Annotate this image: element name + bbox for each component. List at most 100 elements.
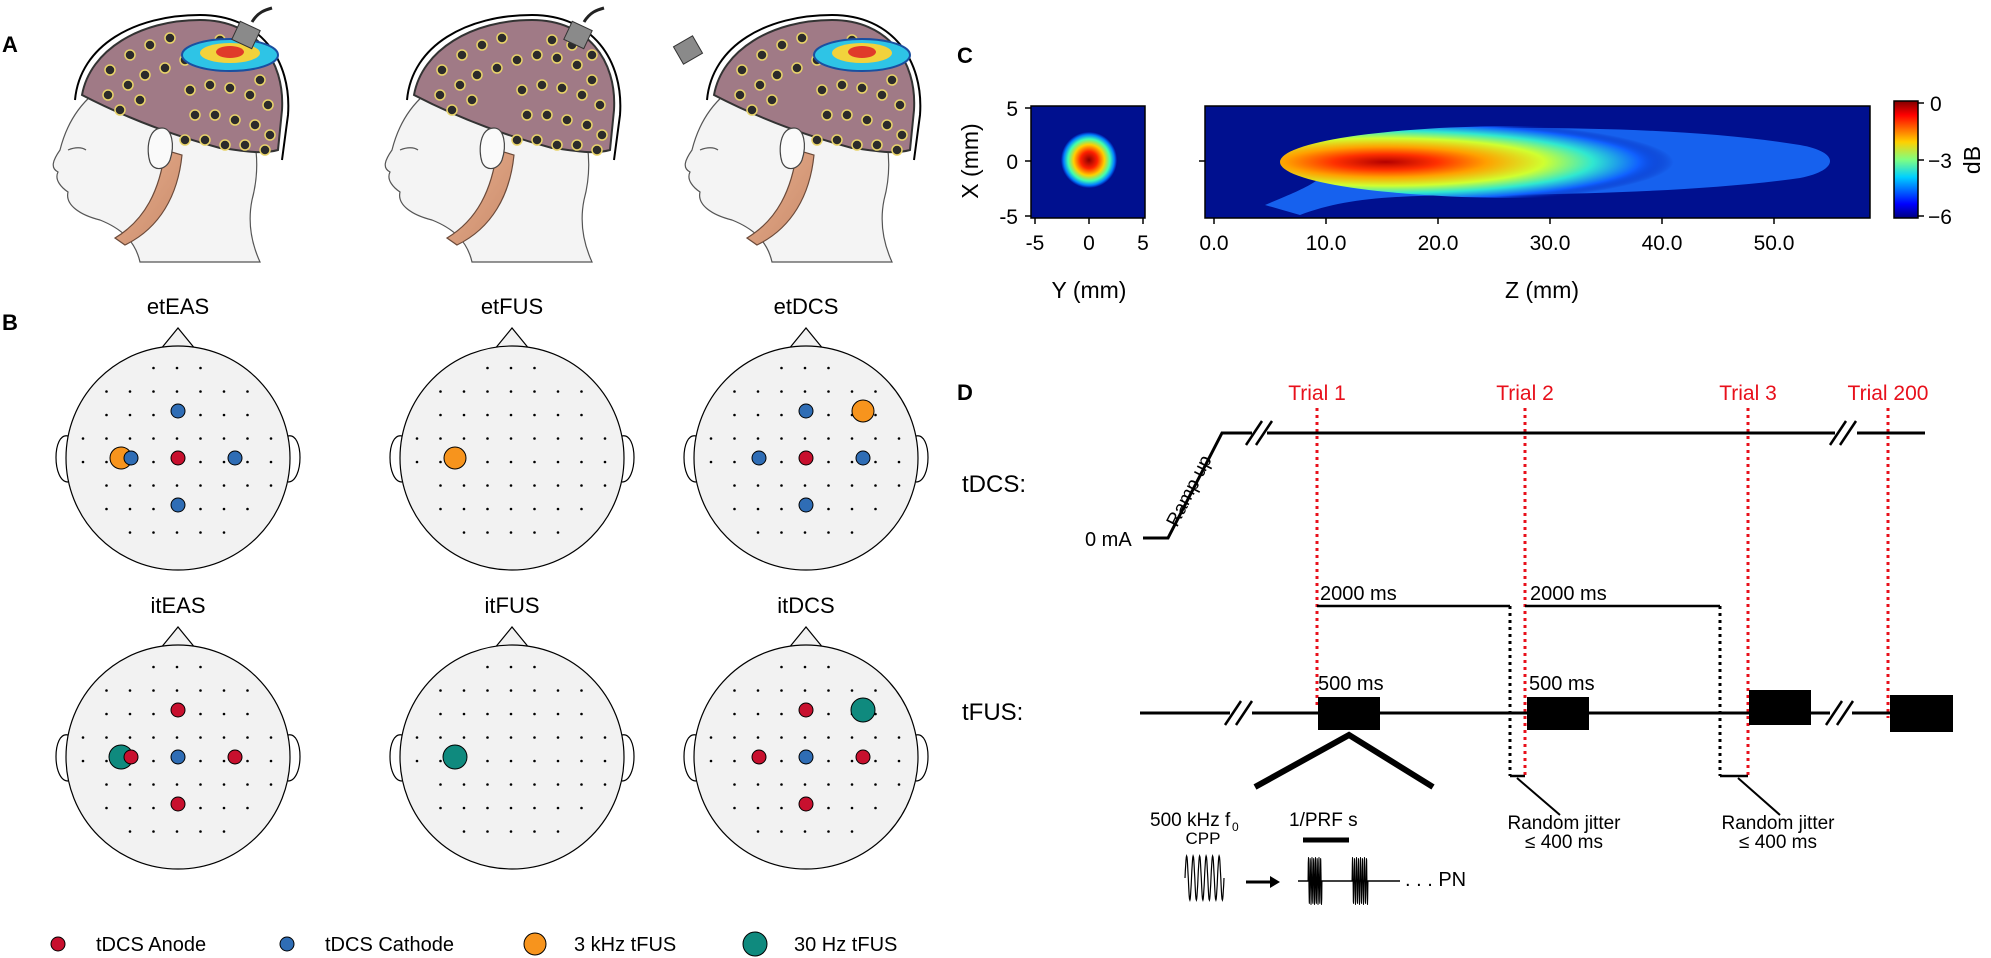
cathode-electrode (798, 497, 814, 513)
sensor-dot (246, 783, 249, 786)
ear-outline (621, 435, 635, 483)
panel-c-letter: C (957, 43, 973, 68)
sensor-dot (486, 437, 489, 440)
sensor-dot (733, 460, 736, 464)
sensor-dot (462, 531, 466, 534)
sensor-dot (152, 390, 155, 393)
cathode-electrode (123, 450, 139, 466)
cbar-tick-0: 0 (1930, 93, 1942, 116)
sensor-dot (128, 689, 132, 692)
anode-electrode (170, 450, 186, 466)
sensor-dot (556, 484, 560, 487)
sensor-dot (486, 830, 489, 833)
topomap-5: itFUS (389, 593, 635, 870)
sensor-dot (486, 759, 489, 763)
sensor-dot (128, 806, 132, 810)
sensor-dot (580, 806, 583, 810)
sensor-dot (850, 783, 854, 786)
nose-outline (787, 327, 825, 351)
head-1 (52, 6, 290, 263)
sensor-dot (556, 783, 560, 786)
sensor-dot (246, 460, 249, 464)
sensor-dot (439, 689, 442, 692)
sensor-dot (580, 736, 583, 739)
sensor-dot (152, 366, 155, 370)
sensor-dot (486, 806, 489, 810)
sensor-dot (556, 830, 560, 833)
sensor-dot (462, 390, 466, 393)
sensor-dot (850, 460, 854, 464)
sensor-dot (175, 437, 179, 440)
sensor-dot (105, 460, 108, 464)
sensor-dot (199, 531, 202, 534)
sensor-dot (439, 390, 442, 393)
tfus-burst-3 (1749, 690, 1811, 725)
sensor-dot (486, 413, 489, 417)
sensor-dot (850, 736, 854, 739)
sensor-dot (580, 507, 583, 511)
sensor-dot (415, 460, 419, 464)
sensor-dot (756, 531, 760, 534)
sensor-dot (462, 712, 466, 716)
jitter-1-label: Random jitter (1508, 813, 1622, 834)
carrier-sine (1184, 854, 1225, 902)
sensor-dot (152, 460, 155, 464)
sensor-dot (780, 665, 783, 669)
sensor-dot (756, 712, 760, 716)
sensor-dot (827, 366, 830, 370)
sensor-dot (533, 806, 536, 810)
sensor-dot (850, 830, 854, 833)
sensor-dot (603, 437, 607, 440)
sensor-dot (580, 759, 583, 763)
sensor-dot (128, 736, 132, 739)
sensor-dot (756, 783, 760, 786)
sensor-dot (556, 437, 560, 440)
sensor-dot (874, 390, 877, 393)
cathode-electrode (170, 497, 186, 513)
sensor-dot (827, 830, 830, 833)
anode-electrode (798, 450, 814, 466)
cathode-electrode (170, 403, 186, 419)
trial-1-label: Trial 1 (1288, 382, 1346, 405)
sensor-dot (462, 413, 466, 417)
sensor-dot (556, 806, 560, 810)
legend-3khz-label: 3 kHz tFUS (574, 934, 676, 956)
sensor-dot (175, 830, 179, 833)
sensor-dot (128, 830, 132, 833)
panel-a-letter: A (2, 32, 18, 57)
sensor-dot (439, 759, 442, 763)
sensor-dot (874, 460, 877, 464)
sensor-dot (850, 531, 854, 534)
topomap-title: etEAS (147, 294, 209, 319)
sensor-dot (780, 437, 783, 440)
scalp-outline (399, 345, 625, 571)
topomap-title: itEAS (150, 593, 205, 618)
isi-2-label: 2000 ms (1530, 583, 1607, 605)
sensor-dot (603, 460, 607, 464)
sensor-dot (486, 460, 489, 464)
sensor-dot (175, 783, 179, 786)
sensor-dot (733, 484, 736, 487)
sensor-dot (509, 366, 513, 370)
beam-ztick-5: 50.0 (1754, 232, 1795, 255)
anode-electrode (751, 749, 767, 765)
nose-outline (159, 327, 197, 351)
sensor-dot (509, 736, 513, 739)
sensor-dot (733, 507, 736, 511)
cathode-electrode (798, 749, 814, 765)
tfus-3khz-site (443, 446, 467, 470)
topomap-title: itFUS (485, 593, 540, 618)
sensor-dot (874, 507, 877, 511)
sensor-dot (269, 783, 273, 786)
pn-label: . . . PN (1405, 869, 1466, 891)
sensor-dot (486, 712, 489, 716)
sensor-dot (105, 413, 108, 417)
sensor-dot (199, 736, 202, 739)
beam-xlabel-left: Y (mm) (1052, 277, 1127, 303)
sensor-dot (199, 484, 202, 487)
sensor-dot (580, 390, 583, 393)
sensor-dot (733, 736, 736, 739)
sensor-dot (222, 759, 226, 763)
cbar-label: dB (1959, 146, 1985, 174)
sensor-dot (105, 689, 108, 692)
